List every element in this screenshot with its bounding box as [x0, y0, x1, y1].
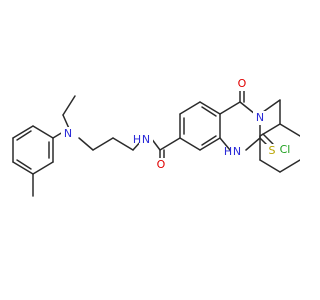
ring-hydrogen-1-label: H [224, 145, 232, 158]
thione-sulfur-label: S [269, 144, 276, 157]
ring-nitrogen-1-label: N [233, 145, 241, 158]
amine-nitrogen-label: N [64, 127, 72, 140]
ketone-oxygen-label: O [238, 77, 247, 90]
amide-hydrogen-label: H [133, 133, 141, 146]
ring-nitrogen-3-label: N [256, 111, 264, 124]
chlorine-label: Cl [280, 143, 291, 156]
bond-lines [12, 87, 300, 197]
molecule-structure-drawing: N N H O O N N H S Cl [12, 77, 300, 197]
atom-labels: N N H O O N N H S Cl [61, 77, 290, 172]
amide-nitrogen-label: N [142, 133, 150, 146]
amide-oxygen-label: O [157, 158, 166, 171]
